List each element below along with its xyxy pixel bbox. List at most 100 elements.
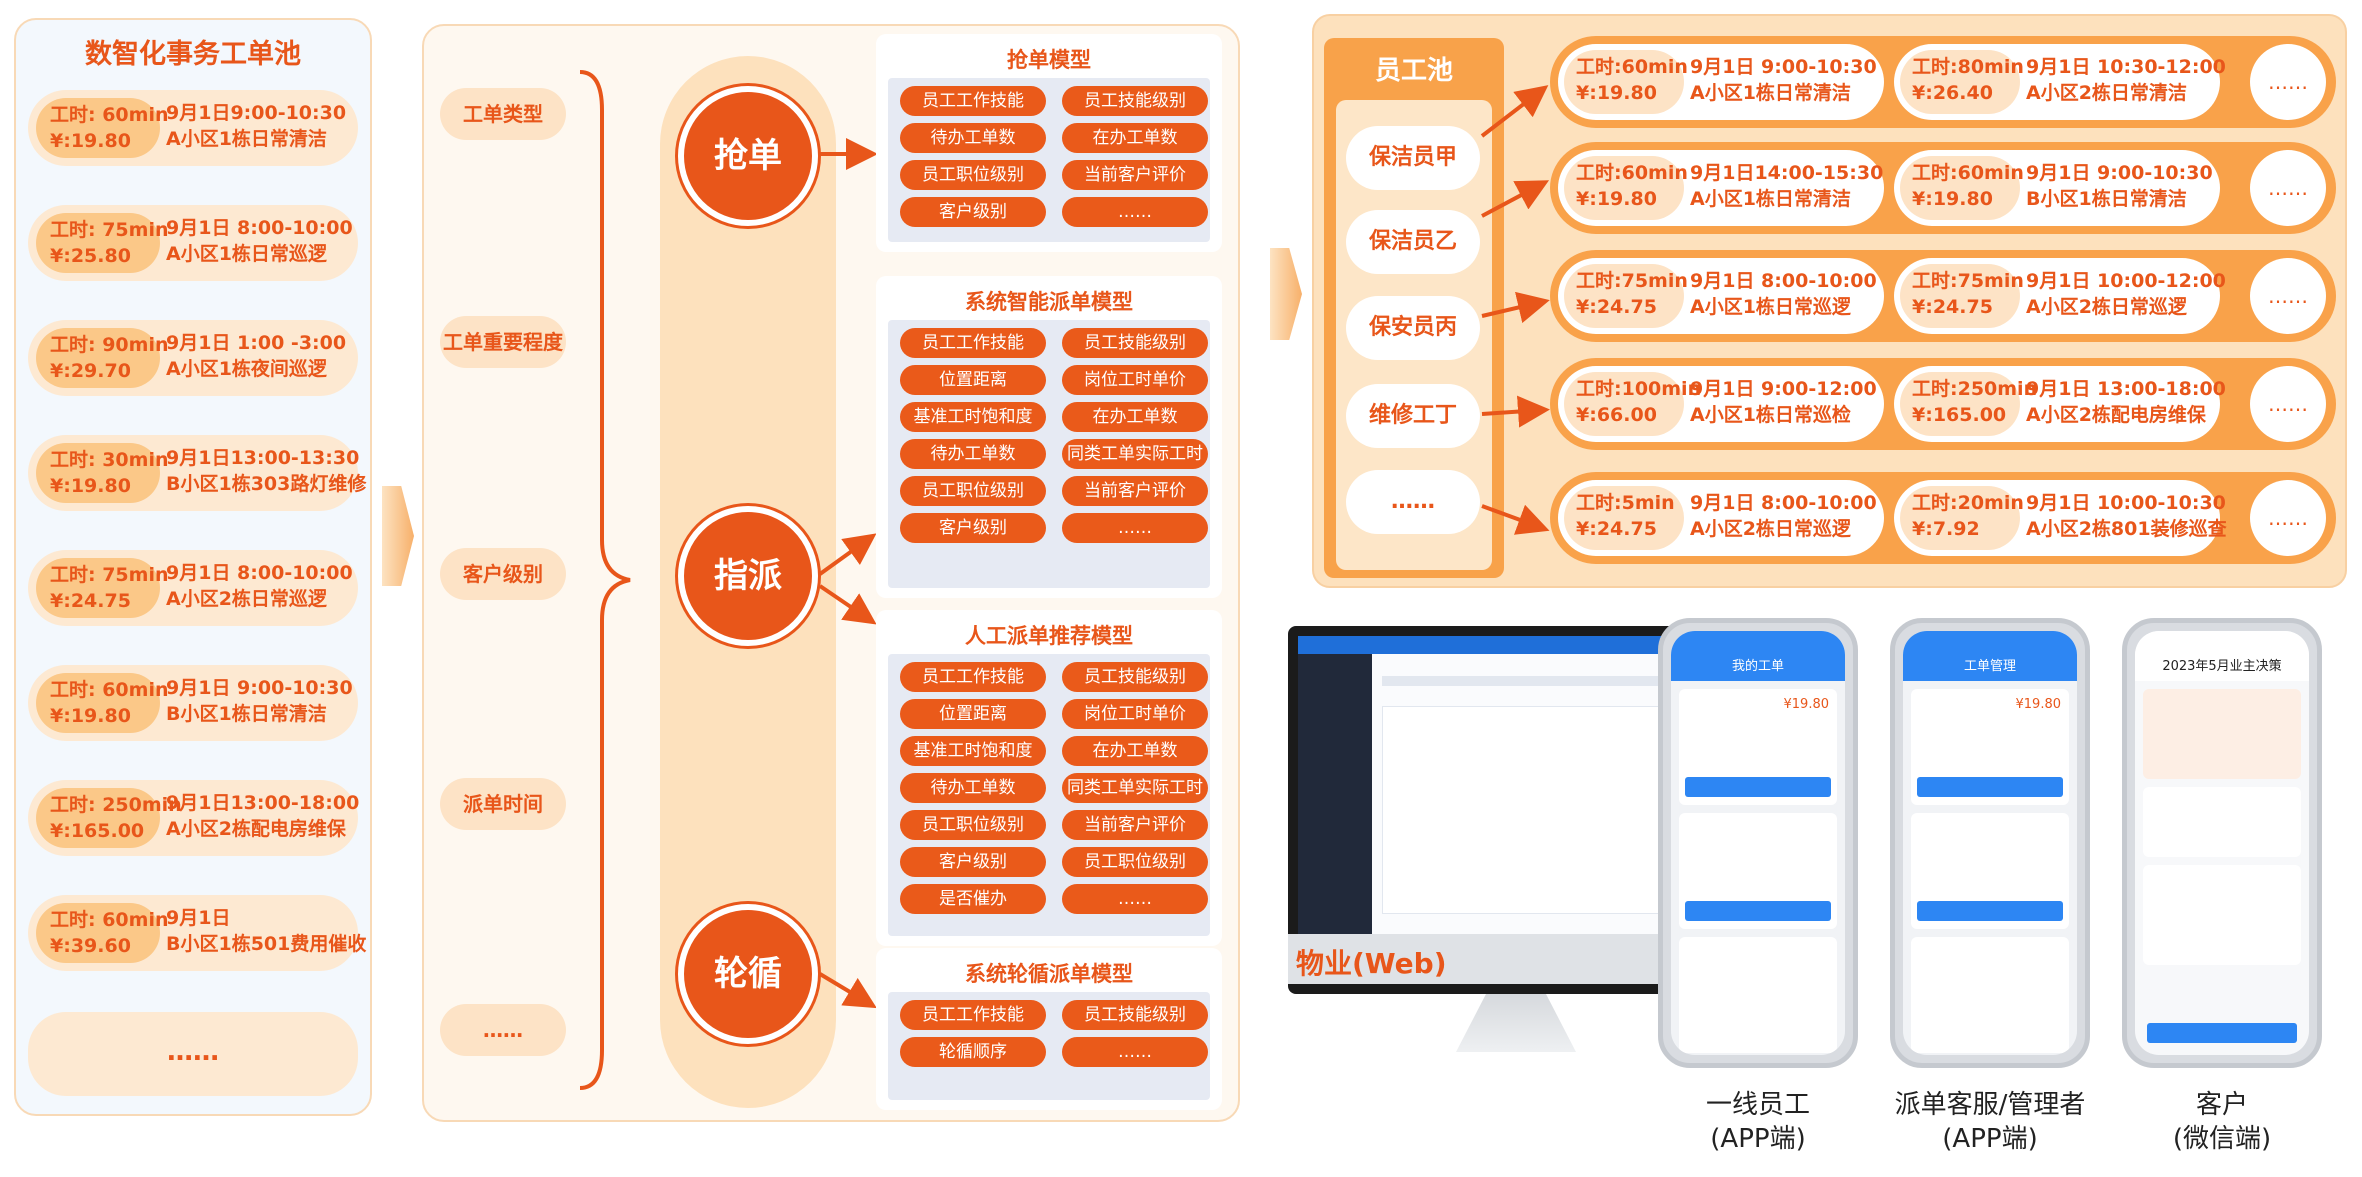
ticket-time: 9月1日 bbox=[166, 907, 231, 929]
mode-arrows bbox=[818, 138, 878, 1009]
assigned-price: ¥:19.80 bbox=[1912, 188, 1993, 210]
assigned-hours: 工时:75min bbox=[1912, 270, 2024, 292]
phone-staff-card: ¥19.80 bbox=[1679, 689, 1837, 805]
ticket-time: 9月1日 9:00-10:30 bbox=[166, 677, 353, 699]
ticket-price: ¥:25.80 bbox=[50, 245, 131, 267]
caption-staff-1: 一线员工 bbox=[1705, 1090, 1810, 1120]
assigned-hours: 工时:75min bbox=[1576, 270, 1688, 292]
factor-item: 派单时间 bbox=[440, 778, 566, 830]
model-factor-chip: 员工职位级别 bbox=[900, 810, 1046, 840]
model-factor-chip: 客户级别 bbox=[900, 847, 1046, 877]
model-factor-chip: 轮循顺序 bbox=[900, 1037, 1046, 1067]
factor-item: …… bbox=[440, 1004, 566, 1056]
assigned-price: ¥:165.00 bbox=[1912, 404, 2007, 426]
phone-staff: 我的工单 ¥19.80 bbox=[1658, 618, 1858, 1068]
ticket-desc: A小区1栋夜间巡逻 bbox=[166, 358, 327, 380]
model-factor-chip: 员工工作技能 bbox=[900, 662, 1046, 692]
model-factor-chip: 当前客户评价 bbox=[1062, 160, 1208, 190]
ticket-time: 9月1日 1:00 -3:00 bbox=[166, 332, 347, 354]
assigned-desc: A小区1栋日常巡检 bbox=[1690, 404, 1851, 426]
model-card: 人工派单推荐模型员工工作技能员工技能级别位置距离岗位工时单价基准工时饱和度在办工… bbox=[876, 610, 1222, 946]
assigned-time: 9月1日 9:00-10:30 bbox=[2026, 162, 2213, 184]
model-factor-chip: 是否催办 bbox=[900, 884, 1046, 914]
ticket-hours: 工时: 250min bbox=[50, 794, 182, 816]
model-title: 抢单模型 bbox=[1007, 48, 1091, 72]
grab-button[interactable] bbox=[1685, 901, 1831, 921]
dispatch-panel: 工单类型工单重要程度客户级别派单时间…… 抢单 指派 轮循 抢单模型员工工作技能… bbox=[422, 24, 1240, 1122]
caption-staff: 一线员工 (APP端) bbox=[1658, 1088, 1858, 1156]
model-factor-chip: …… bbox=[1062, 1037, 1208, 1067]
model-factor-chip: 员工工作技能 bbox=[900, 1000, 1046, 1030]
ticket-desc: B小区1栋日常清洁 bbox=[166, 703, 327, 725]
model-factor-chip: 客户级别 bbox=[900, 197, 1046, 227]
phone-dispatcher-title: 工单管理 bbox=[1903, 631, 2077, 681]
employee-name: 维修工丁 bbox=[1346, 384, 1480, 448]
mode-round-robin: 轮循 bbox=[678, 904, 818, 1044]
assigned-price: ¥:7.92 bbox=[1912, 518, 1980, 540]
assigned-hours: 工时:5min bbox=[1576, 492, 1675, 514]
ticket-hours-price: 工时: 250min¥:165.00 bbox=[36, 788, 182, 848]
ticket-hours-price: 工时: 75min¥:25.80 bbox=[36, 213, 169, 273]
grab-button[interactable] bbox=[1685, 777, 1831, 797]
assigned-desc: A小区2栋日常巡逻 bbox=[2026, 296, 2187, 318]
model-factor-chip: 同类工单实际工时 bbox=[1062, 773, 1208, 803]
phone-staff-price: ¥19.80 bbox=[1783, 697, 1830, 712]
model-factor-chip: 岗位工时单价 bbox=[1062, 699, 1208, 729]
employee-name: 保安员丙 bbox=[1346, 296, 1480, 360]
dispatch-button[interactable] bbox=[1917, 901, 2063, 921]
assigned-hours-price: 工时:20min¥:7.92 bbox=[1900, 486, 2024, 550]
employee-list: 保洁员甲保洁员乙保安员丙维修工丁…… bbox=[1336, 100, 1492, 570]
monitor-chin bbox=[1288, 934, 1706, 984]
row-more: …… bbox=[2250, 258, 2326, 334]
flow-arrow-2 bbox=[1270, 248, 1302, 340]
ticket-hours-price: 工时: 60min¥:19.80 bbox=[36, 673, 169, 733]
ticket-desc: A小区1栋日常清洁 bbox=[166, 128, 327, 150]
assigned-price: ¥:24.75 bbox=[1912, 296, 1993, 318]
ticket-hours-price: 工时: 90min¥:29.70 bbox=[36, 328, 169, 388]
ticket-hours: 工时: 60min bbox=[50, 104, 169, 126]
model-factor-chip: 员工职位级别 bbox=[1062, 847, 1208, 877]
ticket-hours-price: 工时: 75min¥:24.75 bbox=[36, 558, 169, 618]
ticket-time: 9月1日 8:00-10:00 bbox=[166, 562, 353, 584]
model-factor-chip: 员工职位级别 bbox=[900, 160, 1046, 190]
ticket-hours-price: 工时: 60min¥:39.60 bbox=[36, 903, 169, 963]
ticket-hours: 工时: 90min bbox=[50, 334, 169, 356]
assigned-time: 9月1日 9:00-10:30 bbox=[1690, 56, 1877, 78]
web-label: 物业(Web) bbox=[1296, 947, 1447, 980]
monitor-stand bbox=[1456, 994, 1576, 1052]
assigned-hours-price: 工时:75min ¥:24.75 bbox=[1900, 264, 2024, 328]
flow-arrow-1 bbox=[382, 486, 414, 586]
row-more: …… bbox=[2250, 150, 2326, 226]
web-monitor: 物业(Web) bbox=[1288, 626, 1706, 994]
assigned-price: ¥:19.80 bbox=[1576, 82, 1657, 104]
caption-staff-2: (APP端) bbox=[1710, 1124, 1806, 1154]
model-factor-chip: 待办工单数 bbox=[900, 773, 1046, 803]
ticket-hours: 工时: 30min bbox=[50, 449, 169, 471]
assigned-hours: 工时:60min bbox=[1576, 56, 1688, 78]
evaluate-button[interactable] bbox=[2147, 1023, 2297, 1043]
row-more: …… bbox=[2250, 44, 2326, 120]
ticket-time: 9月1日13:00-18:00 bbox=[166, 792, 360, 814]
model-factor-chip: 在办工单数 bbox=[1062, 736, 1208, 766]
assigned-hours-price: 工时:5min¥:24.75 bbox=[1564, 486, 1684, 550]
mode-assign: 指派 bbox=[678, 506, 818, 646]
dispatch-button[interactable] bbox=[1917, 777, 2063, 797]
assigned-desc: A小区1栋日常巡逻 bbox=[1690, 296, 1851, 318]
model-body: 员工工作技能员工技能级别位置距离岗位工时单价基准工时饱和度在办工单数待办工单数同… bbox=[888, 320, 1210, 588]
